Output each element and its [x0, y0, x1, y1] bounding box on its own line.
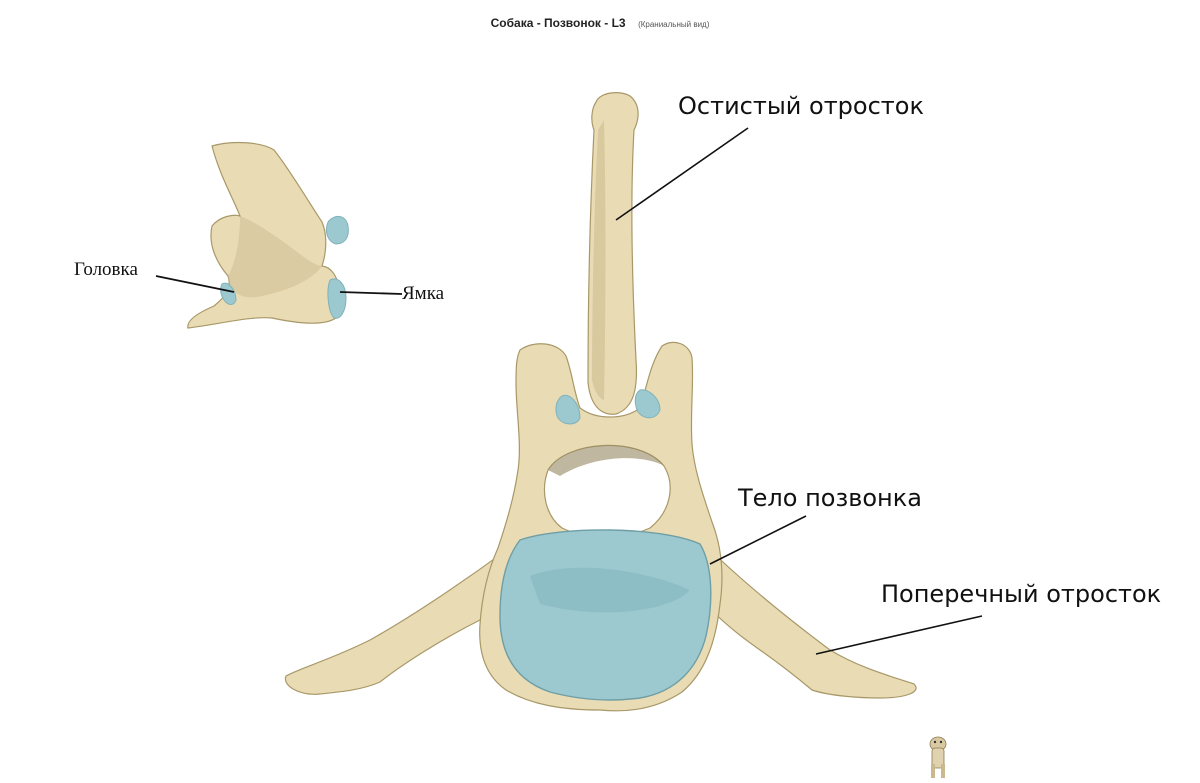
diagram-title: Собака - Позвонок - L3	[490, 16, 626, 30]
dog-icon	[929, 736, 947, 778]
leader-line-vertebral-body	[709, 515, 807, 565]
rib-fragment-head-facet	[220, 282, 237, 305]
rib-fragment-facet-lower	[327, 278, 347, 319]
transverse-process-right	[699, 538, 917, 699]
leader-line-fossa	[339, 291, 403, 295]
diagram-header: Собака - Позвонок - L3 (Краниальный вид)	[0, 14, 1200, 32]
leader-line-spinous-process	[615, 127, 749, 221]
vertebral-body-cartilage	[499, 529, 712, 701]
label-fossa: Ямка	[402, 283, 445, 304]
label-vertebral-body: Тело позвонка	[738, 484, 922, 512]
articular-facet-left	[555, 394, 581, 425]
label-head: Головка	[74, 259, 138, 280]
label-spinous-process: Остистый отросток	[678, 92, 924, 120]
vertebral-body-cartilage-highlight	[530, 567, 690, 613]
diagram-subtitle: (Краниальный вид)	[638, 20, 710, 29]
rib-fragment-shading	[228, 216, 322, 298]
rib-fragment-illustration	[187, 141, 349, 329]
vertebra-l3-illustration	[284, 92, 917, 712]
label-transverse-process: Поперечный отросток	[881, 580, 1162, 608]
rib-fragment-facet-upper	[325, 216, 349, 245]
vertebral-foramen-shadow	[548, 445, 664, 476]
leader-line-head	[155, 275, 235, 293]
spinous-process-shading	[592, 120, 606, 400]
leader-line-transverse-process	[815, 615, 983, 655]
articular-facet-right	[634, 389, 661, 419]
